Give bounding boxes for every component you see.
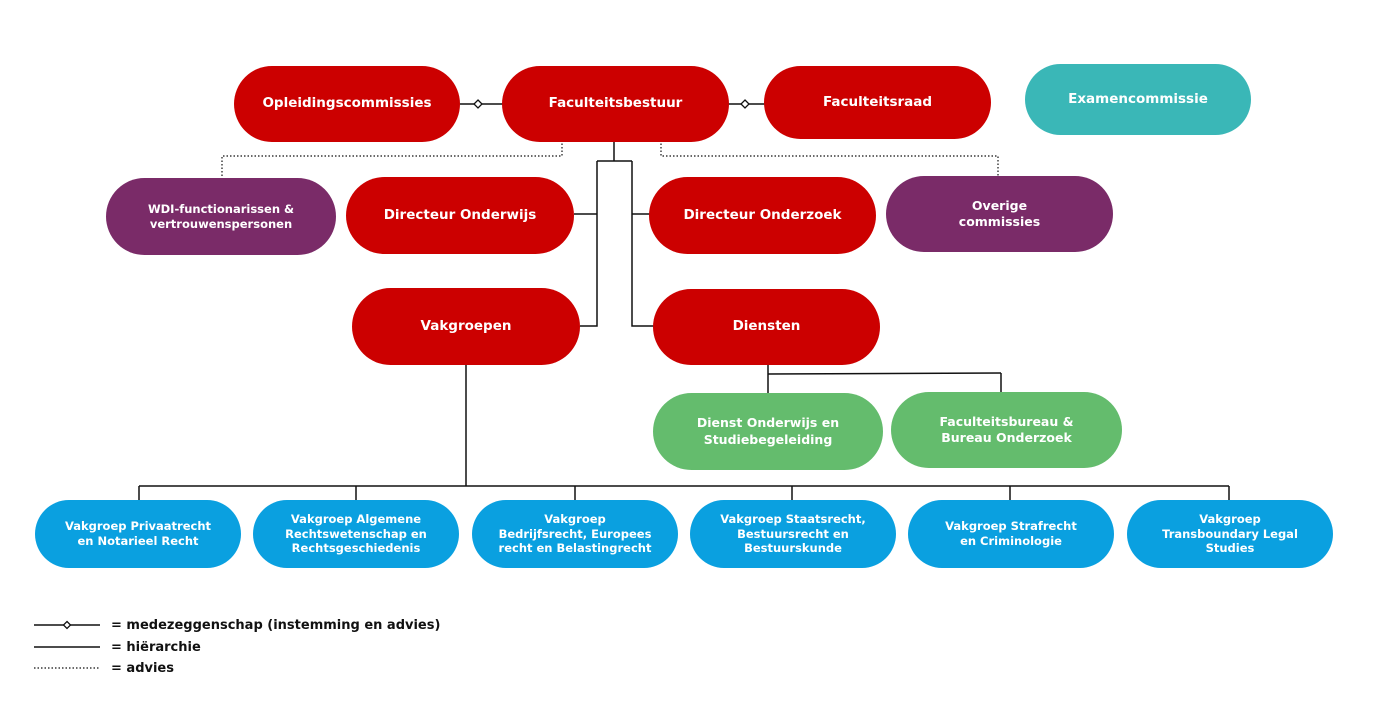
vakgroepen-node: Vakgroepen (352, 288, 580, 365)
directeur-onderwijs-node: Directeur Onderwijs (346, 177, 574, 254)
legend-item-hierarchie: = hiërarchie (34, 639, 201, 655)
department-node: Vakgroep Privaatrecht en Notarieel Recht (35, 500, 241, 568)
faculteitsraad-node: Faculteitsraad (764, 66, 991, 139)
hierarchy-right-branch (631, 161, 654, 327)
opleidingscommissies-node: Opleidingscommissies (234, 66, 460, 142)
wdi-node: WDI-functionarissen & vertrouwenspersone… (106, 178, 336, 255)
legend-item-advies: = advies (34, 660, 174, 676)
department-node: Vakgroep Algemene Rechtswetenschap en Re… (253, 500, 459, 568)
department-node: Vakgroep Transboundary Legal Studies (1127, 500, 1333, 568)
overige-commissies-node: Overige commissies (886, 176, 1113, 252)
diensten-node: Diensten (653, 289, 880, 365)
advice-line-overige (660, 140, 999, 176)
solid-line-icon (34, 646, 100, 648)
diamond-line-icon (34, 620, 100, 630)
department-node: Vakgroep Strafrecht en Criminologie (908, 500, 1114, 568)
diamond-marker-right (740, 99, 750, 109)
hierarchy-services-bar (767, 372, 1002, 375)
dienst-onderwijs-node: Dienst Onderwijs en Studiebegeleiding (653, 393, 883, 470)
hierarchy-left-branch (580, 161, 598, 327)
dotted-line-icon (34, 667, 100, 669)
directeur-onderzoek-node: Directeur Onderzoek (649, 177, 876, 254)
examencommissie-node: Examencommissie (1025, 64, 1251, 135)
faculteitsbestuur-node: Faculteitsbestuur (502, 66, 729, 142)
department-node: Vakgroep Bedrijfsrecht, Europees recht e… (472, 500, 678, 568)
legend-item-medezeggenschap: = medezeggenschap (instemming en advies) (34, 617, 440, 633)
advice-line-wdi (221, 140, 563, 178)
legend-label: = advies (111, 660, 174, 676)
legend-label: = hiërarchie (111, 639, 201, 655)
diamond-marker-left (473, 99, 483, 109)
legend-label: = medezeggenschap (instemming en advies) (111, 617, 441, 633)
faculteitsbureau-node: Faculteitsbureau & Bureau Onderzoek (891, 392, 1122, 468)
department-node: Vakgroep Staatsrecht, Bestuursrecht en B… (690, 500, 896, 568)
